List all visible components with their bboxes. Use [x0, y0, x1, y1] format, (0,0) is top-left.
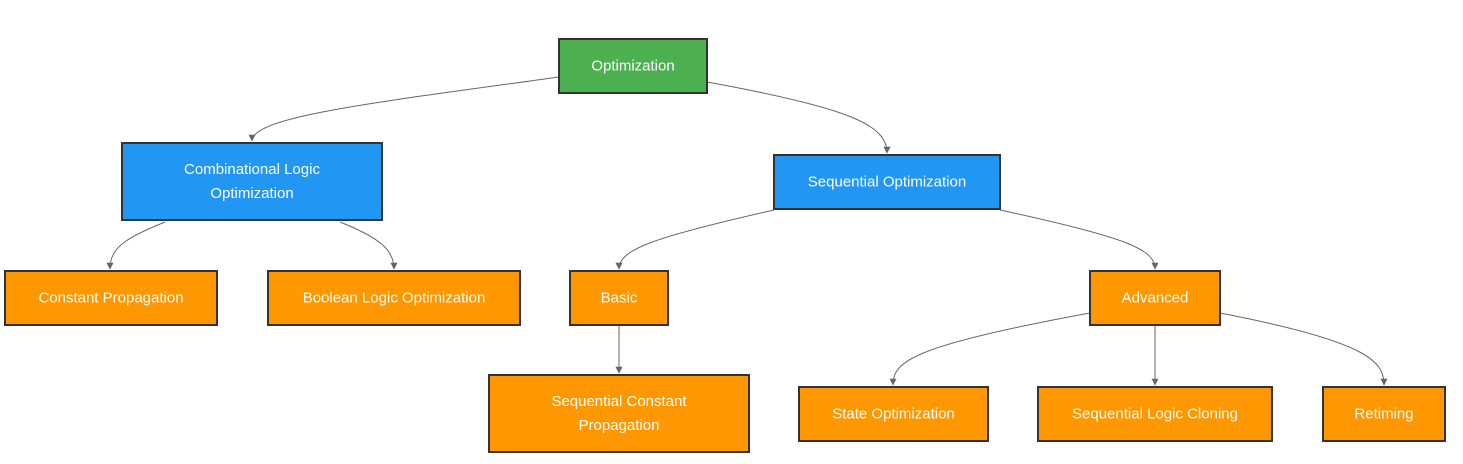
node-label-retiming: Retiming [1354, 406, 1413, 423]
node-label-combinational-line-1: Combinational Logic [184, 161, 320, 178]
node-label-advanced: Advanced [1122, 290, 1189, 307]
node-box-constant-propagation [4, 270, 218, 326]
node-label-constant-propagation: Constant Propagation [38, 290, 183, 307]
node-label-basic: Basic [601, 290, 638, 307]
node-sequential: Sequential Optimization [773, 154, 1001, 210]
node-box-seq-constant-propagation [488, 374, 750, 453]
node-seq-logic-cloning: Sequential Logic Cloning [1037, 386, 1273, 442]
node-label-combinational-line-2: Optimization [210, 185, 293, 202]
node-box-optimization [558, 38, 708, 94]
edge-optimization-to-sequential [706, 81, 891, 154]
edge-optimization-to-combinational [248, 76, 560, 142]
node-box-seq-logic-cloning [1037, 386, 1273, 442]
edge-sequential-to-basic [615, 209, 775, 270]
node-constant-propagation: Constant Propagation [4, 270, 218, 326]
node-label-sequential: Sequential Optimization [808, 174, 966, 191]
node-state-optimization: State Optimization [798, 386, 989, 442]
edge-sequential-to-advanced [999, 209, 1159, 270]
edges [106, 76, 1388, 386]
node-label-boolean-logic: Boolean Logic Optimization [303, 290, 486, 307]
node-box-state-optimization [798, 386, 989, 442]
node-advanced: Advanced [1089, 270, 1221, 326]
node-box-basic [569, 270, 669, 326]
node-box-combinational [121, 142, 383, 221]
node-box-retiming [1322, 386, 1446, 442]
node-label-seq-constant-propagation-line-1: Sequential Constant [551, 393, 687, 410]
edge-combinational-to-constant-propagation [106, 221, 166, 270]
node-retiming: Retiming [1322, 386, 1446, 442]
node-boolean-logic: Boolean Logic Optimization [267, 270, 521, 326]
node-basic: Basic [569, 270, 669, 326]
edge-combinational-to-boolean-logic [339, 221, 398, 270]
node-box-boolean-logic [267, 270, 521, 326]
node-box-sequential [773, 154, 1001, 210]
edge-advanced-to-state-optimization [889, 312, 1091, 386]
node-label-state-optimization: State Optimization [832, 406, 955, 423]
node-optimization: Optimization [558, 38, 708, 94]
node-label-optimization: Optimization [591, 58, 674, 75]
node-label-seq-constant-propagation-line-2: Propagation [579, 417, 660, 434]
edge-advanced-to-retiming [1219, 312, 1388, 386]
node-label-seq-logic-cloning: Sequential Logic Cloning [1072, 406, 1238, 423]
node-box-advanced [1089, 270, 1221, 326]
